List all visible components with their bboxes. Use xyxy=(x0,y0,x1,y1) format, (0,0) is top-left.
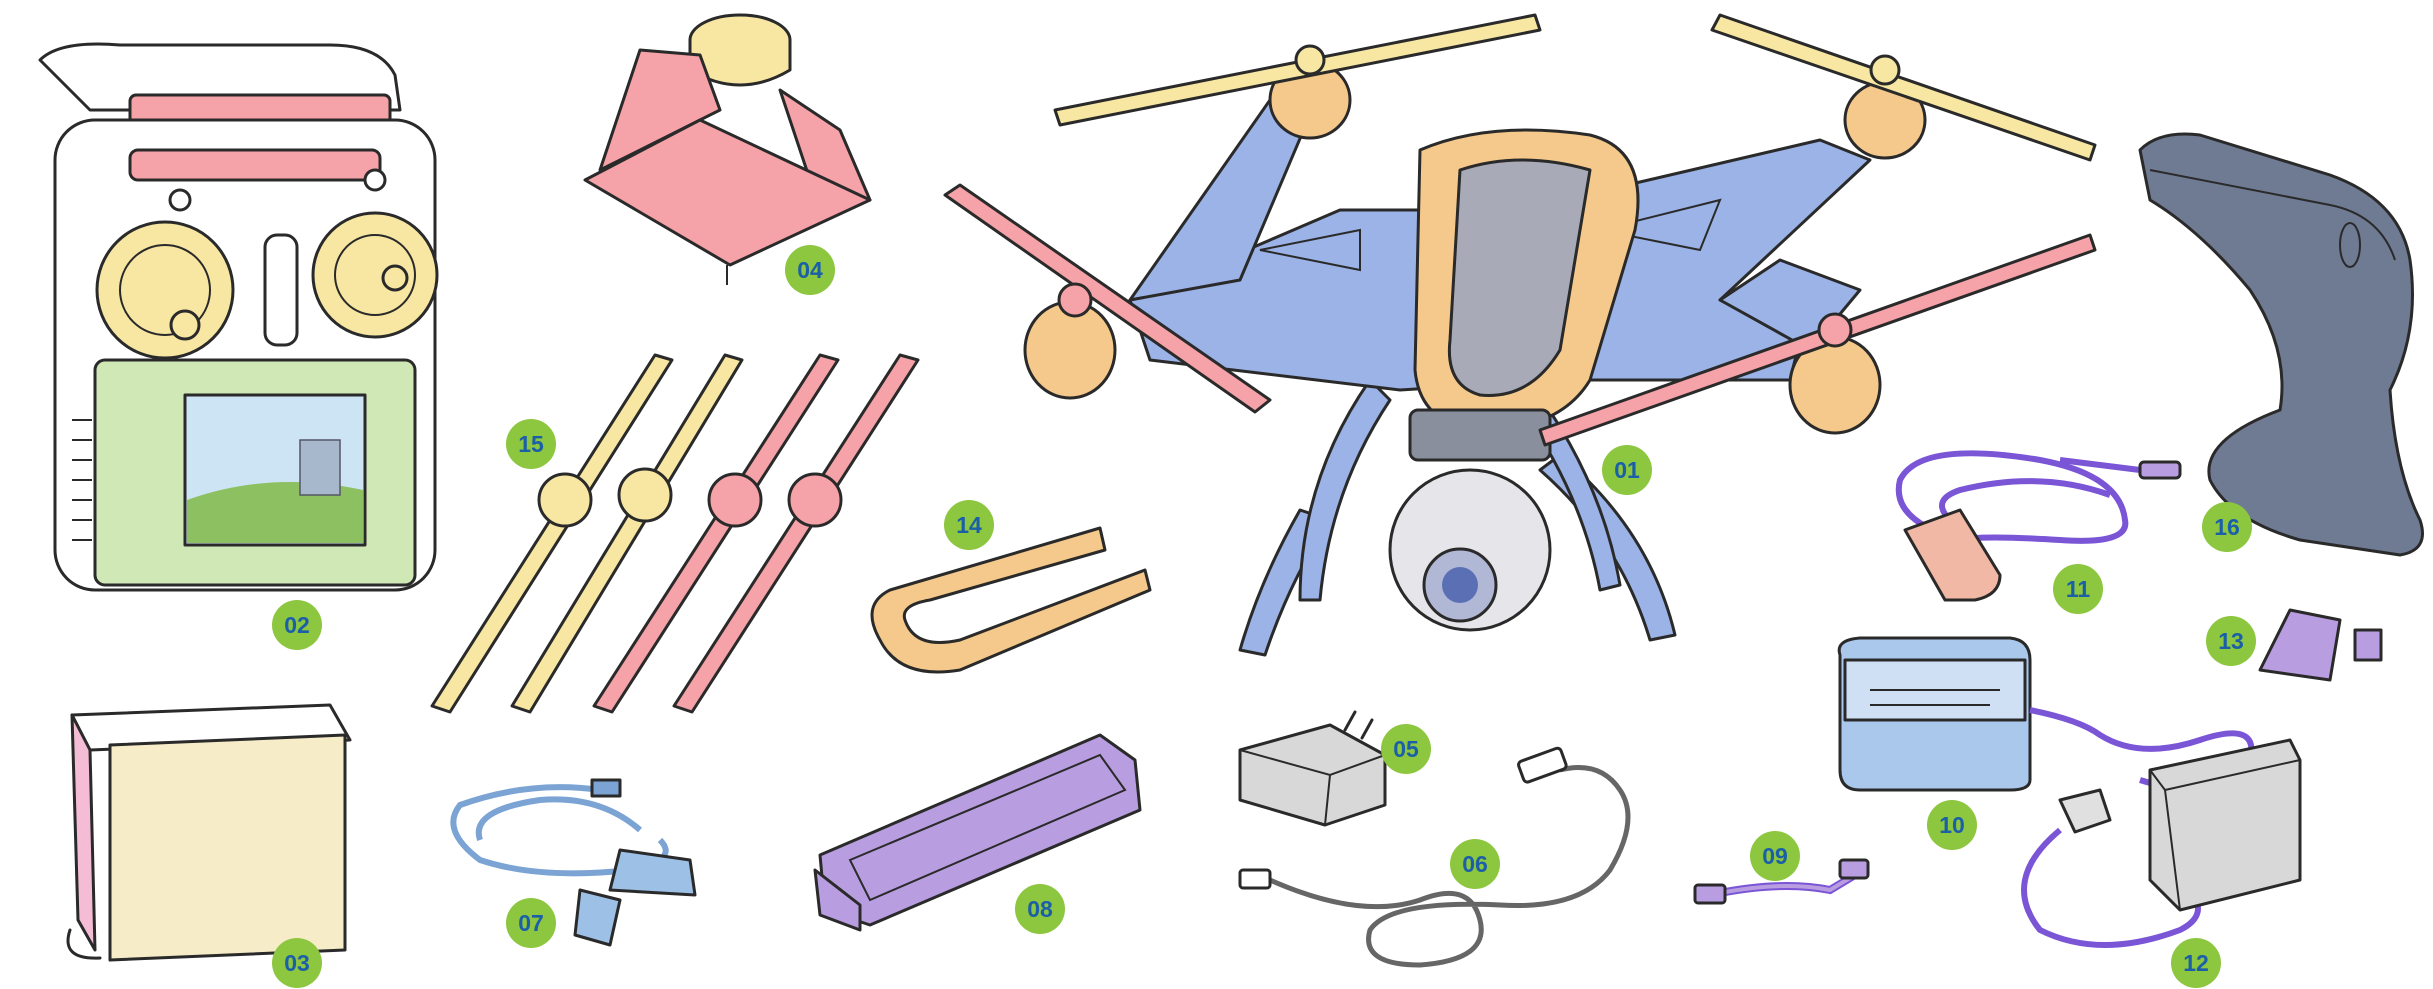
part-label-05: 05 xyxy=(1381,724,1431,774)
part-label-02: 02 xyxy=(272,600,322,650)
flight-battery-icon xyxy=(815,735,1140,930)
part-label-01: 01 xyxy=(1602,445,1652,495)
part-label-03: 03 xyxy=(272,938,322,988)
part-label-14: 14 xyxy=(944,500,994,550)
part-label-15: 15 xyxy=(506,419,556,469)
part-label-13: 13 xyxy=(2206,616,2256,666)
part-label-07: 07 xyxy=(506,898,556,948)
part-label-10: 10 xyxy=(1927,800,1977,850)
part-label-16: 16 xyxy=(2202,502,2252,552)
steady-grip-handle-icon xyxy=(2140,134,2423,555)
car-charger-icon xyxy=(1899,453,2180,600)
part-label-11: 11 xyxy=(2053,564,2103,614)
part-label-04: 04 xyxy=(785,245,835,295)
remote-controller-icon xyxy=(40,44,437,590)
propeller-tool-icon xyxy=(872,528,1150,672)
micro-sd-card-icon xyxy=(2260,610,2381,680)
usb-charging-cable-icon xyxy=(453,780,695,945)
part-label-08: 08 xyxy=(1015,884,1065,934)
part-label-12: 12 xyxy=(2171,938,2221,988)
power-adapter-icon xyxy=(1240,712,1385,825)
part-label-09: 09 xyxy=(1750,831,1800,881)
screen-sunshade-icon xyxy=(68,705,350,960)
part-label-06: 06 xyxy=(1450,839,1500,889)
battery-charger-icon xyxy=(1839,638,2030,790)
power-supply-icon xyxy=(2024,710,2300,945)
landing-guard-icon xyxy=(585,15,870,285)
propellers-icon xyxy=(432,355,918,712)
